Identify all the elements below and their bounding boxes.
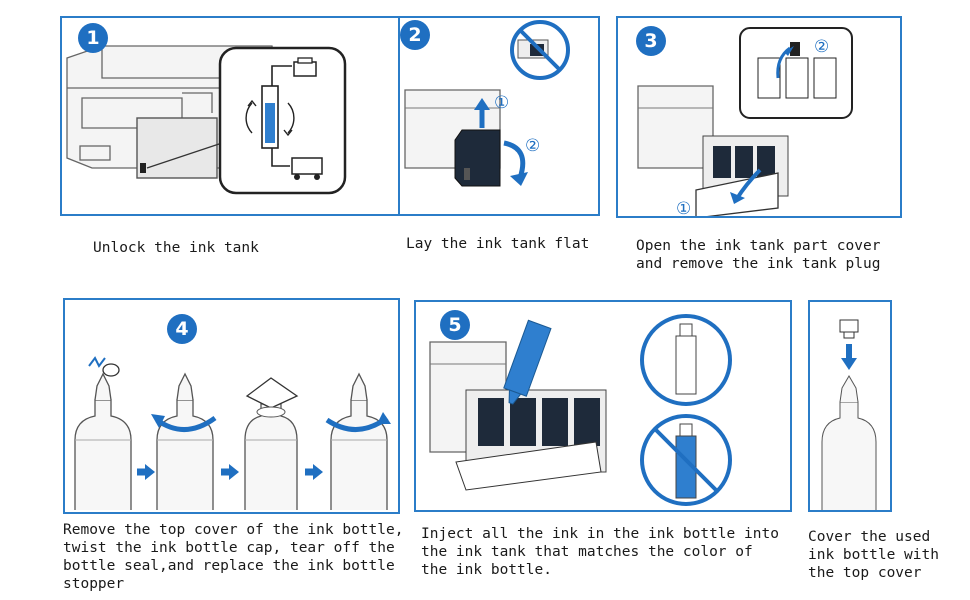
step-2-panel	[600, 16, 601, 17]
inject-ink-illustration	[429, 314, 732, 506]
bottle-sequence-illustration	[74, 356, 391, 510]
step-3-badge: 3	[636, 26, 666, 56]
step-4-panel: 4	[63, 298, 400, 514]
prohibited-icon	[510, 20, 570, 80]
step-6-caption: Cover the used ink bottle with the top c…	[808, 529, 939, 581]
step-4-badge: 4	[167, 314, 197, 344]
step-2-badge: 2	[400, 20, 430, 50]
step-5-caption: Inject all the ink in the ink bottle int…	[421, 526, 779, 578]
step-3-panel: ① ② 3	[616, 16, 902, 218]
marker-two-p3: ②	[814, 37, 829, 57]
ink-bottle-icon	[503, 319, 552, 405]
marker-one-p3: ①	[676, 199, 691, 218]
tank-plug-icon	[790, 42, 800, 56]
step-2-caption: Lay the ink tank flat	[406, 236, 590, 252]
tank-flat-illustration: ① ②	[404, 20, 570, 187]
step-6-panel	[808, 300, 892, 512]
step-1-badge: 1	[78, 23, 108, 53]
tank-cover-illustration: ① ②	[637, 27, 853, 218]
cover-bottle-illustration	[821, 319, 877, 510]
lock-slider-icon	[245, 57, 323, 180]
step-2-panel-frame: ① ② 2	[398, 16, 600, 216]
printer-unlock-illustration	[66, 45, 347, 195]
marker-one: ①	[494, 93, 509, 113]
step-5-badge: 5	[440, 310, 470, 340]
marker-two: ②	[525, 136, 540, 156]
step-4-caption: Remove the top cover of the ink bottle, …	[63, 522, 404, 592]
step-1-caption: Unlock the ink tank	[93, 240, 259, 256]
step-3-caption: Open the ink tank part cover and remove …	[636, 238, 881, 272]
step-5-panel: 5	[414, 300, 792, 512]
